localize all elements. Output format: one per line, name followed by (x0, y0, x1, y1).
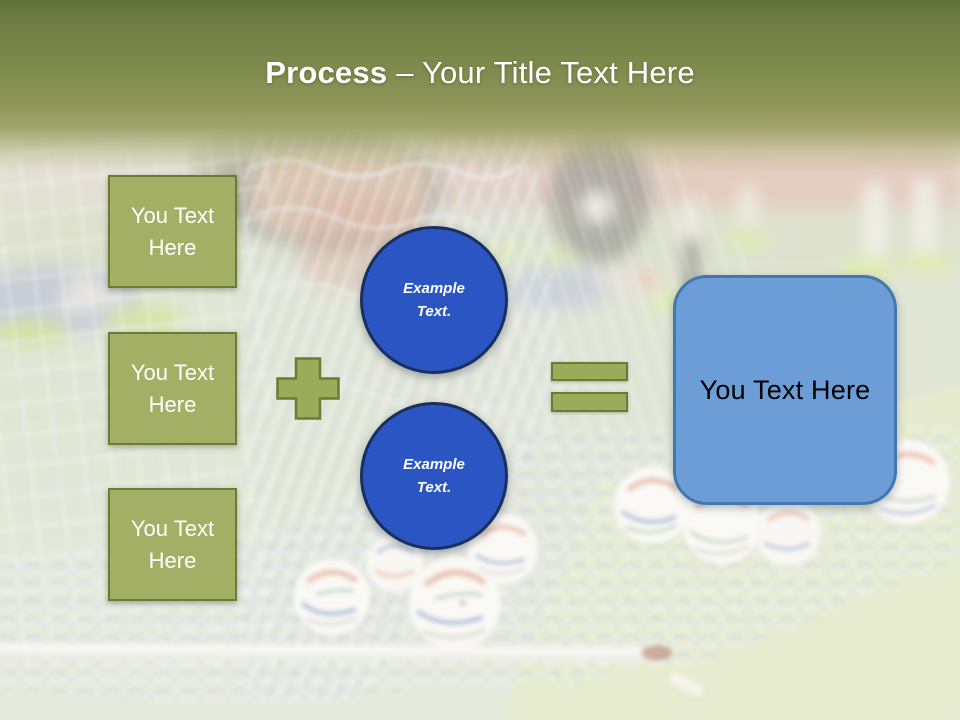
text-box-1[interactable]: You Text Here (108, 175, 237, 288)
text-box-2-label: You Text Here (130, 359, 215, 417)
equals-bar-bottom (551, 392, 628, 412)
example-circle-1[interactable]: Example Text. (360, 226, 508, 374)
title-keyword: Process (265, 55, 388, 90)
text-box-2[interactable]: You Text Here (108, 332, 237, 445)
text-box-3[interactable]: You Text Here (108, 488, 237, 601)
page-title[interactable]: Process – Your Title Text Here (0, 55, 960, 91)
result-box[interactable]: You Text Here (673, 275, 897, 505)
title-subtitle: – Your Title Text Here (396, 55, 695, 90)
result-box-label: You Text Here (699, 374, 871, 405)
example-circle-2-label: Example Text. (403, 455, 465, 496)
text-box-1-label: You Text Here (130, 202, 215, 260)
equals-icon (551, 362, 628, 412)
example-circle-1-label: Example Text. (403, 279, 465, 320)
example-circle-2[interactable]: Example Text. (360, 402, 508, 550)
plus-icon (276, 357, 340, 420)
text-box-3-label: You Text Here (130, 515, 215, 573)
equals-bar-top (551, 362, 628, 381)
